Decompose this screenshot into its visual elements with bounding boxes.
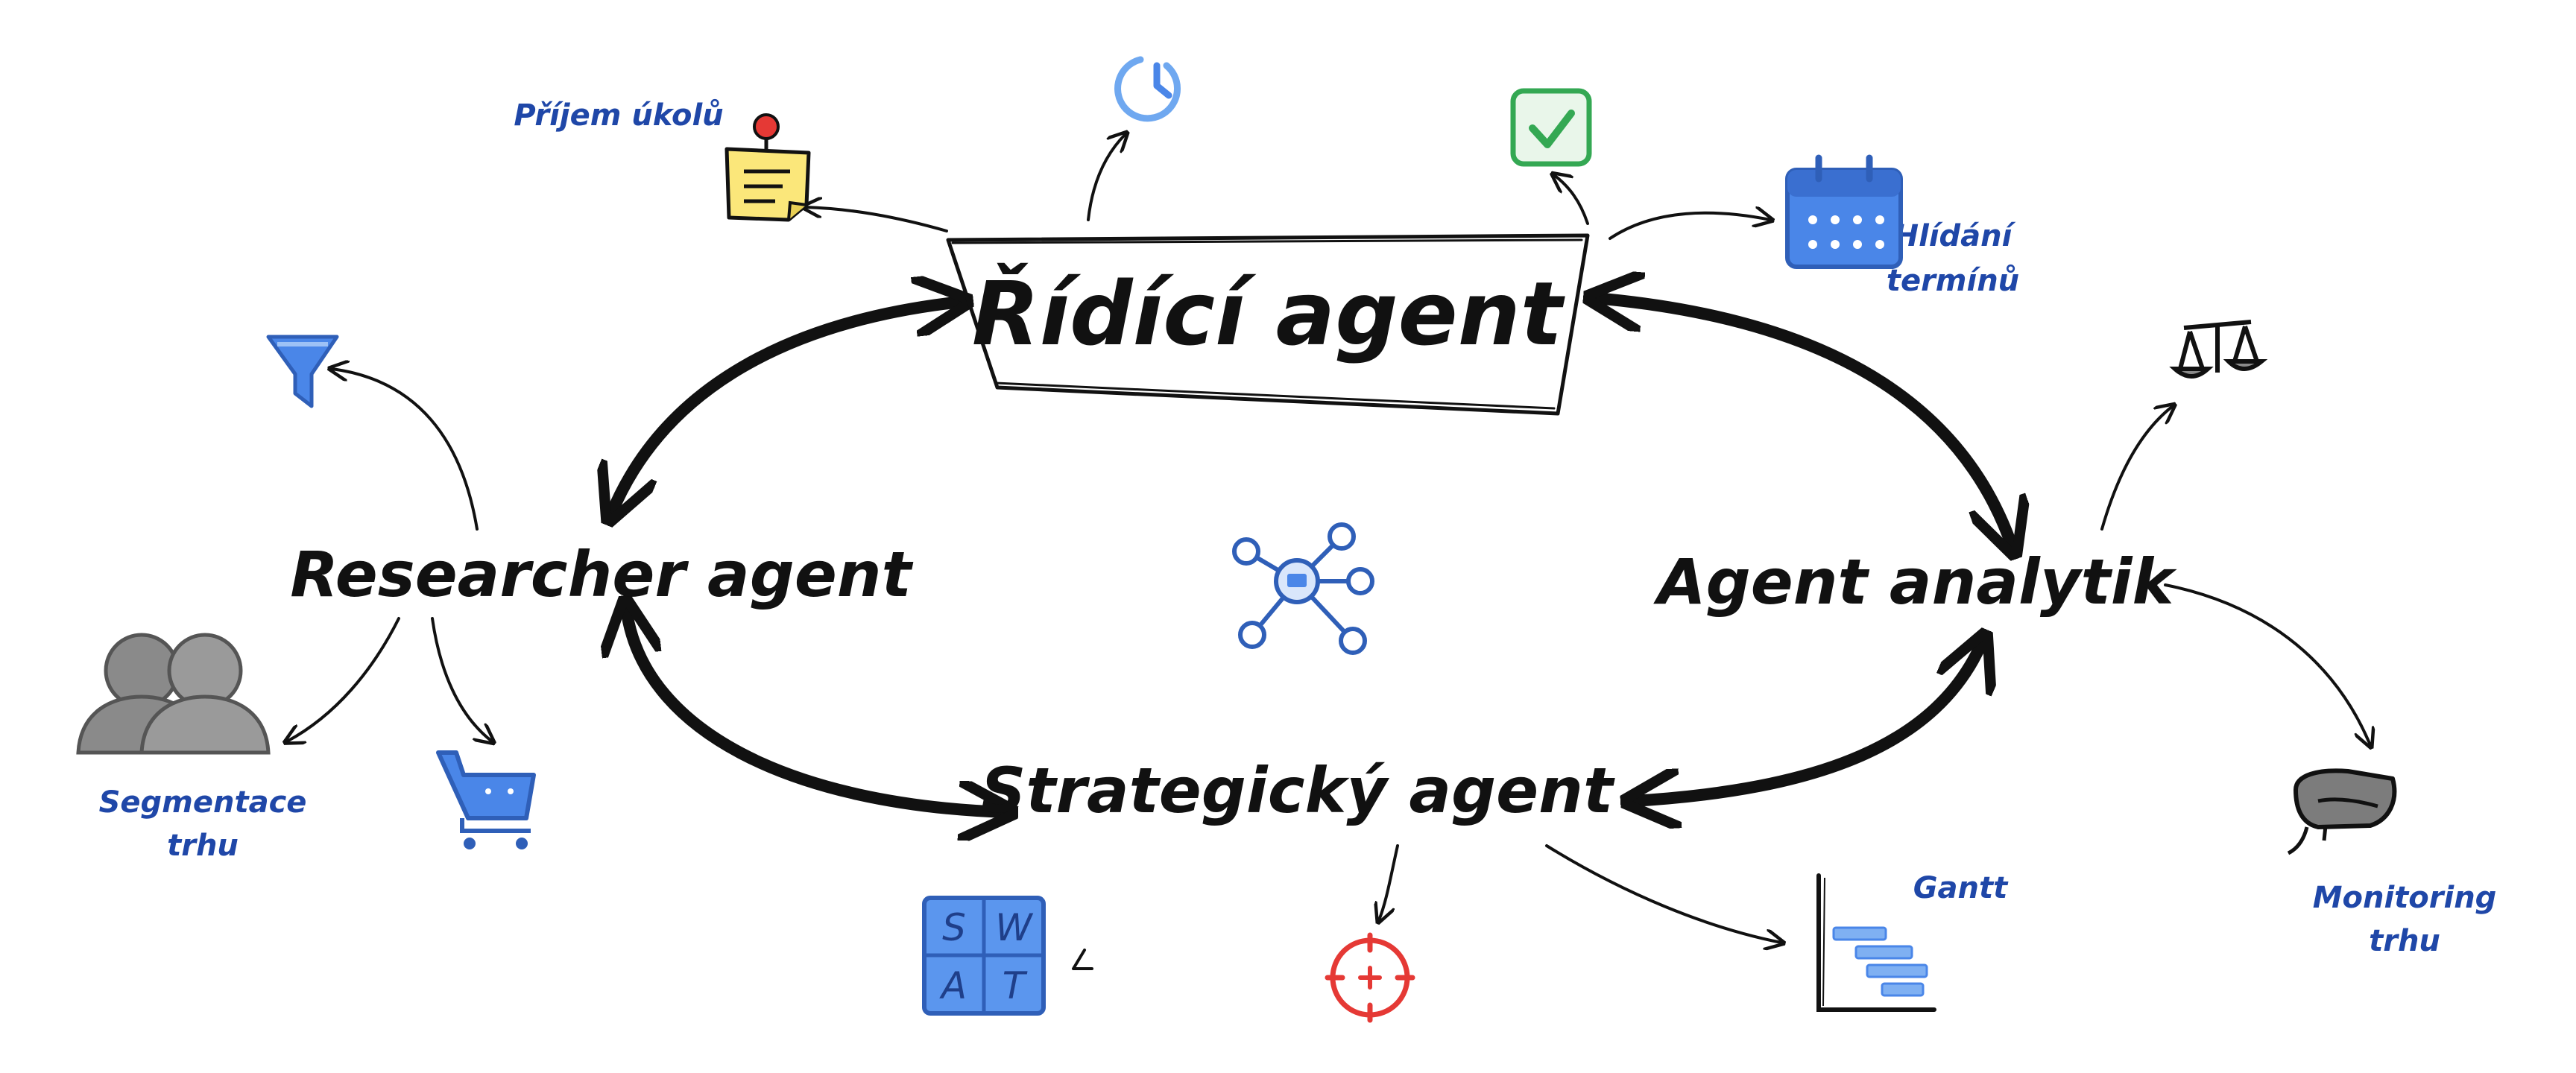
- checkbox-icon: [1510, 88, 1592, 167]
- label-monitoring-line1: Monitoring: [2313, 881, 2497, 915]
- arrow-to-prijem: [805, 207, 948, 232]
- branch-arrows: [287, 134, 2370, 970]
- calendar-icon: [1785, 154, 1903, 269]
- arrow-to-clock: [1087, 134, 1126, 221]
- main-cycle-arrows: [611, 298, 2012, 812]
- arrow-ridici-analytik: [1595, 298, 2012, 548]
- swot-grid-icon: S W A T: [922, 896, 1046, 1016]
- target-icon: [1325, 932, 1415, 1023]
- node-researcher[interactable]: Researcher agent: [290, 538, 913, 611]
- node-strategicky[interactable]: Strategický agent: [981, 754, 1615, 827]
- label-hlidani-line2: termínů: [1887, 264, 2019, 298]
- arrow-strategicky-analytik: [1632, 641, 1983, 801]
- label-segmentace-line2: trhu: [167, 829, 239, 863]
- arrow-to-swot: [1072, 949, 1093, 970]
- label-segmentace-line1: Segmentace: [99, 785, 307, 820]
- sticky-note-icon: [724, 113, 811, 222]
- label-hlidani-line1: Hlídání: [1894, 219, 2016, 253]
- node-analytik[interactable]: Agent analytik: [1653, 545, 2178, 618]
- filter-icon: [266, 335, 339, 408]
- cart-icon: [436, 750, 536, 849]
- ridici-box: [946, 233, 1590, 416]
- arrow-to-filter: [332, 369, 479, 531]
- users-icon: [76, 633, 271, 755]
- network-hub-icon: [1232, 522, 1374, 655]
- arrow-to-check: [1554, 175, 1589, 225]
- arrow-to-segmentace: [287, 617, 400, 741]
- arrow-researcher-strategicky: [626, 607, 1006, 812]
- gantt-chart-icon: [1816, 873, 1936, 1012]
- swot-w: W: [995, 906, 1033, 949]
- clock-icon: [1114, 56, 1181, 122]
- arrow-to-gantt: [1545, 844, 1781, 943]
- arrow-to-cart: [431, 617, 492, 741]
- arrow-to-target: [1379, 844, 1399, 920]
- arrow-to-monitoring: [2164, 583, 2370, 745]
- node-ridici[interactable]: Řídící agent: [946, 233, 1590, 416]
- swot-t: T: [1003, 964, 1028, 1007]
- label-monitoring-line2: trhu: [2369, 924, 2440, 958]
- swot-a: A: [939, 964, 967, 1007]
- arrow-ridici-researcher: [611, 302, 962, 514]
- label-gantt: Gantt: [1913, 871, 2009, 905]
- arrow-to-calendar: [1609, 213, 1770, 240]
- ridici-title: Řídící agent: [972, 262, 1566, 365]
- swot-s: S: [942, 906, 966, 949]
- scales-icon: [2169, 320, 2268, 379]
- arrow-to-scales: [2100, 406, 2173, 531]
- label-prijem: Příjem úkolů: [514, 98, 723, 133]
- monitoring-helmet-icon: [2287, 768, 2397, 855]
